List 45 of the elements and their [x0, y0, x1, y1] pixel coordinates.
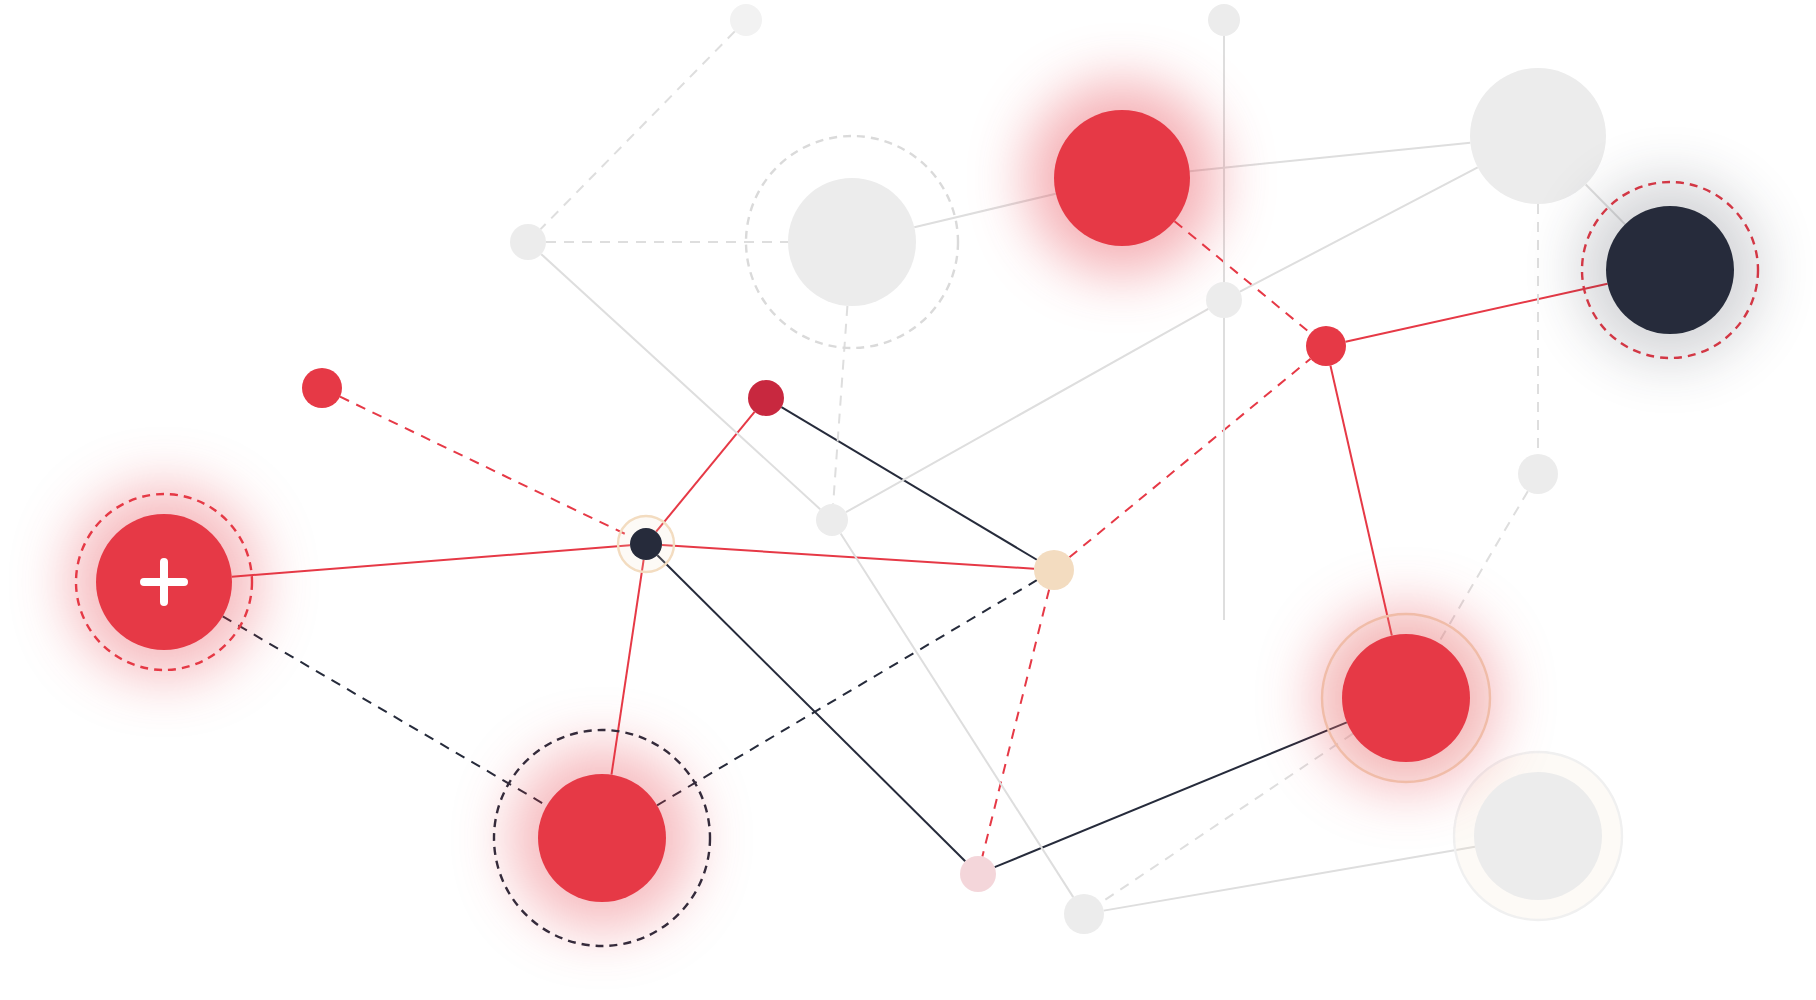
connector-line: [1223, 317, 1225, 621]
circle-node: [1206, 282, 1242, 318]
circle-node: [1342, 634, 1470, 762]
connector-line: [913, 192, 1057, 229]
connector-line: [1437, 490, 1529, 644]
circle-node: [510, 224, 546, 260]
connector-line: [540, 253, 822, 511]
connector-line: [780, 406, 1038, 561]
connector-line: [839, 532, 1075, 899]
connector-line: [1102, 845, 1476, 912]
circle-node: [1306, 326, 1346, 366]
connector-line: [1223, 35, 1225, 283]
connector-line: [1344, 282, 1609, 343]
connector-line: [1329, 364, 1393, 637]
circle-node: [1606, 206, 1734, 334]
circle-node: [630, 528, 662, 560]
connector-line: [1068, 357, 1312, 559]
connector-line: [660, 544, 1036, 570]
connector-line: [539, 30, 736, 231]
connector-line: [545, 241, 789, 243]
circle-node: [730, 4, 762, 36]
connector-line: [981, 588, 1051, 858]
circle-node: [1474, 772, 1602, 900]
circle-node: [1518, 454, 1558, 494]
connector-line: [230, 544, 632, 578]
connector-line: [610, 558, 645, 776]
connector-line: [844, 307, 1210, 514]
connector-line: [221, 615, 548, 807]
circle-node: [960, 856, 996, 892]
circle-node: [1208, 4, 1240, 36]
circle-node: [302, 368, 342, 408]
connector-line: [1188, 141, 1472, 173]
circle-node: [748, 380, 784, 416]
circle-node: [1034, 550, 1074, 590]
circle-node: [96, 514, 232, 650]
connector-line: [1099, 732, 1354, 904]
circle-node: [816, 504, 848, 536]
connector-line: [656, 554, 967, 863]
connector-line: [1173, 220, 1312, 335]
circle-node: [1064, 894, 1104, 934]
connector-line: [832, 304, 849, 506]
connector-line: [655, 410, 756, 533]
connector-line: [1238, 166, 1479, 293]
connector-line: [993, 721, 1348, 869]
connector-line: [656, 579, 1038, 807]
